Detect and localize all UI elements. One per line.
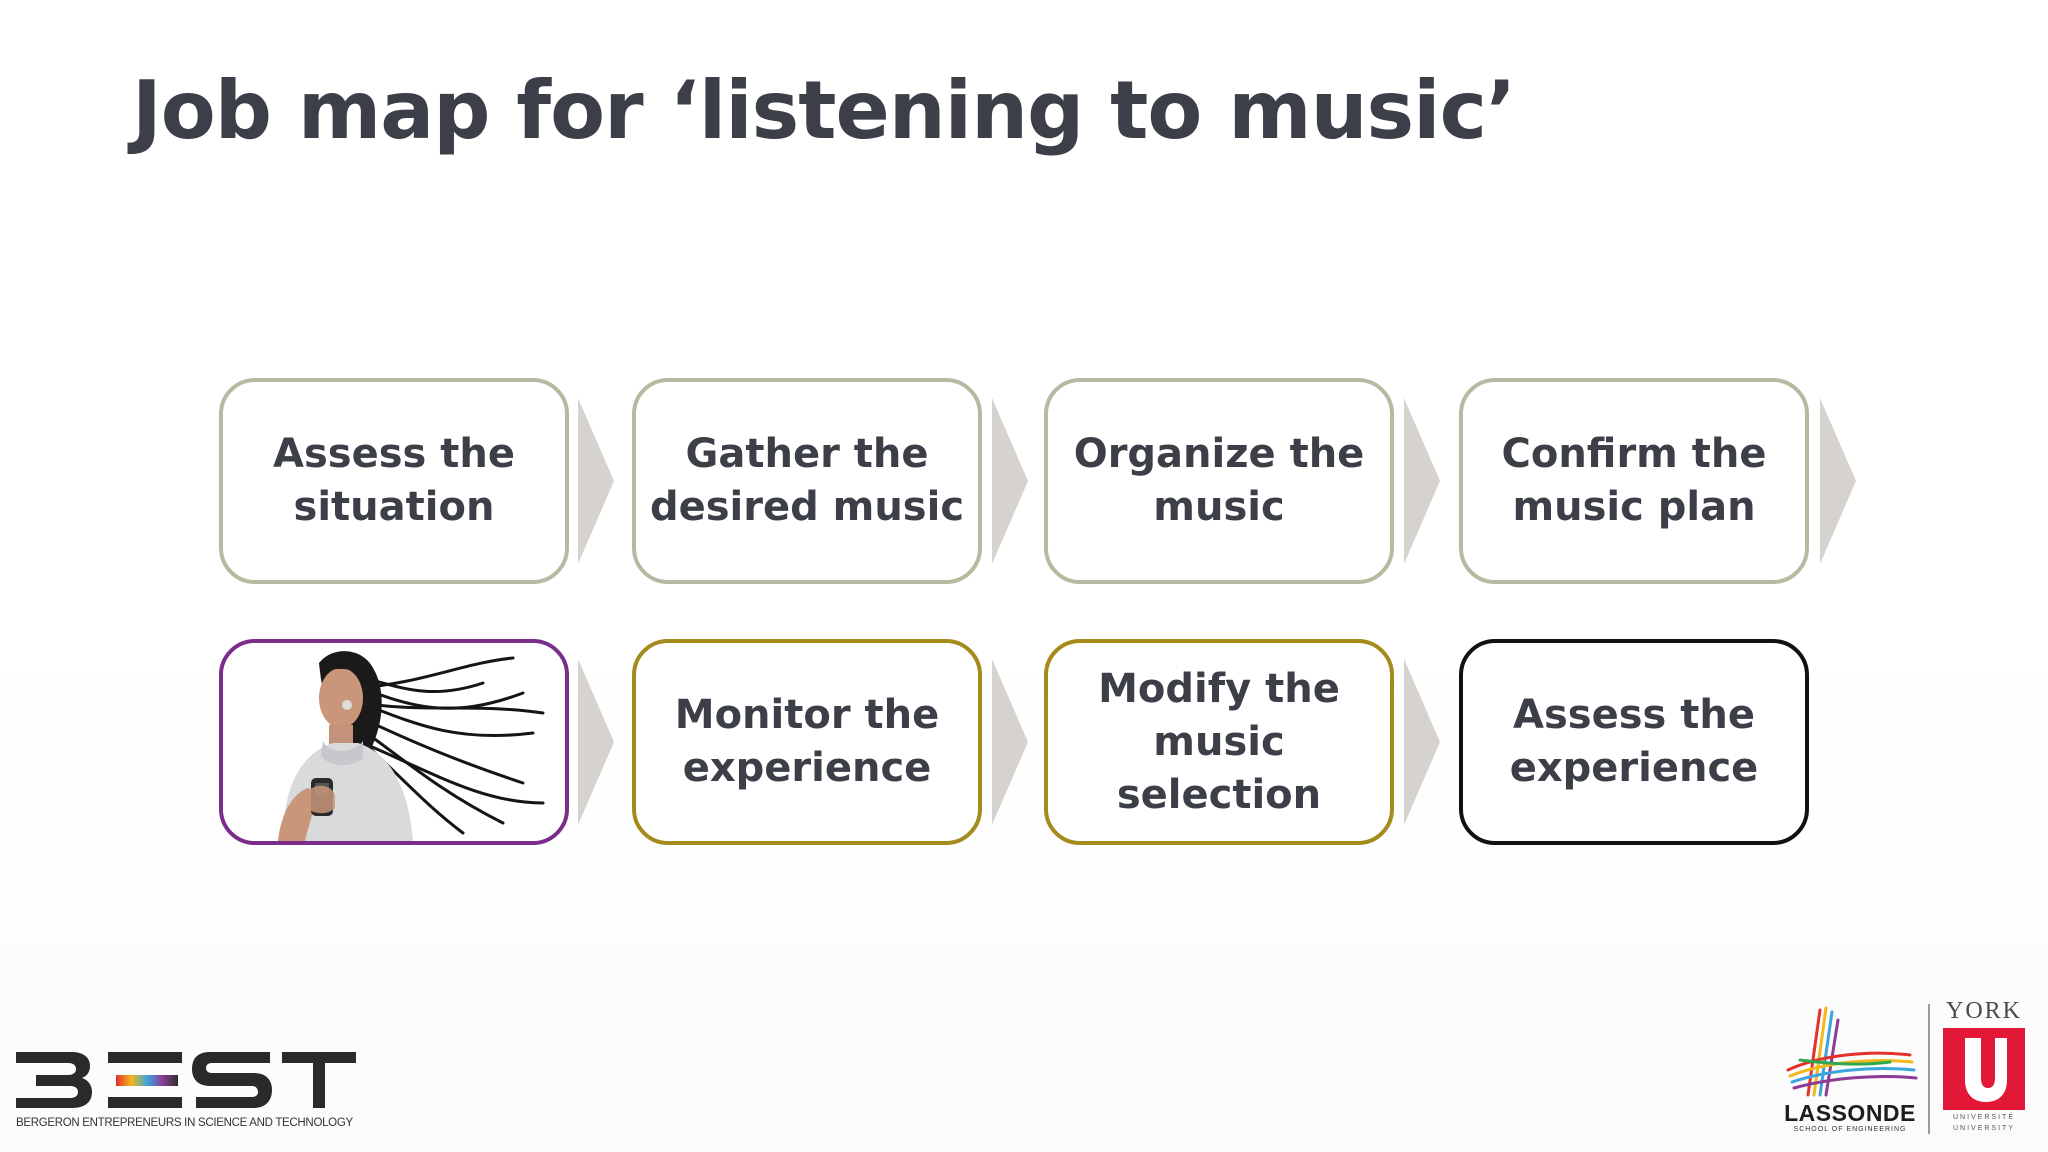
step-label-line: music plan (1512, 484, 1756, 530)
chevron-right-icon (1820, 398, 1856, 564)
slide-title: Job map for ‘listening to music’ (132, 64, 1516, 157)
step-label: Gather the desired music (638, 428, 976, 534)
step-label: Assess the situation (261, 428, 527, 534)
chevron-right-icon (578, 398, 614, 564)
step-label-line: music (1153, 484, 1285, 530)
step-label-line: music (1153, 718, 1285, 765)
step-confirm-plan: Confirm the music plan (1459, 378, 1809, 584)
step-monitor-experience: Monitor the experience (632, 639, 982, 845)
step-label: Organize the music (1062, 428, 1377, 534)
best-logo (16, 1052, 356, 1108)
step-label-line: selection (1116, 771, 1322, 818)
step-label-line: Assess the (1513, 692, 1755, 738)
logo-divider (1928, 1004, 1930, 1134)
step-label-line: Modify the (1098, 665, 1340, 712)
lassonde-name: LASSONDE (1784, 1100, 1916, 1126)
step-label: Confirm the music plan (1489, 428, 1778, 534)
step-label-line: Assess the (273, 431, 515, 477)
step-label: Assess the experience (1498, 689, 1771, 795)
best-caption: BERGERON ENTREPRENEURS IN SCIENCE AND TE… (16, 1117, 353, 1129)
step-label: Monitor the experience (663, 689, 951, 795)
step-label: Modify the music selection (1086, 663, 1352, 822)
chevron-right-icon (578, 659, 614, 825)
lassonde-subtitle: SCHOOL OF ENGINEERING (1793, 1126, 1907, 1133)
lassonde-logo (1786, 1006, 1918, 1097)
step-modify-selection: Modify the music selection (1044, 639, 1394, 845)
step-label-line: Confirm the (1501, 431, 1767, 477)
step-label-line: desired music (649, 484, 965, 530)
chevron-right-icon (1404, 659, 1440, 825)
step-label-line: situation (293, 484, 495, 530)
york-subtitle: UNIVERSITÉ UNIVERSITY (1938, 1112, 2030, 1134)
step-label-line: experience (682, 745, 932, 791)
step-assess-situation: Assess the situation (219, 378, 569, 584)
step-label-line: Gather the (685, 431, 929, 477)
step-assess-experience: Assess the experience (1459, 639, 1809, 845)
step-label-line: Monitor the (674, 692, 940, 738)
woman-listening-photo (223, 643, 565, 841)
york-subtitle-line: UNIVERSITÉ (1952, 1114, 2015, 1121)
york-subtitle-line: UNIVERSITY (1952, 1125, 2015, 1132)
step-organize-music: Organize the music (1044, 378, 1394, 584)
step-label-line: Organize the (1073, 431, 1365, 477)
chevron-right-icon (1404, 398, 1440, 564)
york-name: YORK (1945, 998, 2022, 1024)
listening-photo-box (219, 639, 569, 845)
chevron-right-icon (992, 398, 1028, 564)
step-gather-music: Gather the desired music (632, 378, 982, 584)
york-u-logo (1943, 1028, 2025, 1110)
chevron-right-icon (992, 659, 1028, 825)
step-label-line: experience (1509, 745, 1759, 791)
